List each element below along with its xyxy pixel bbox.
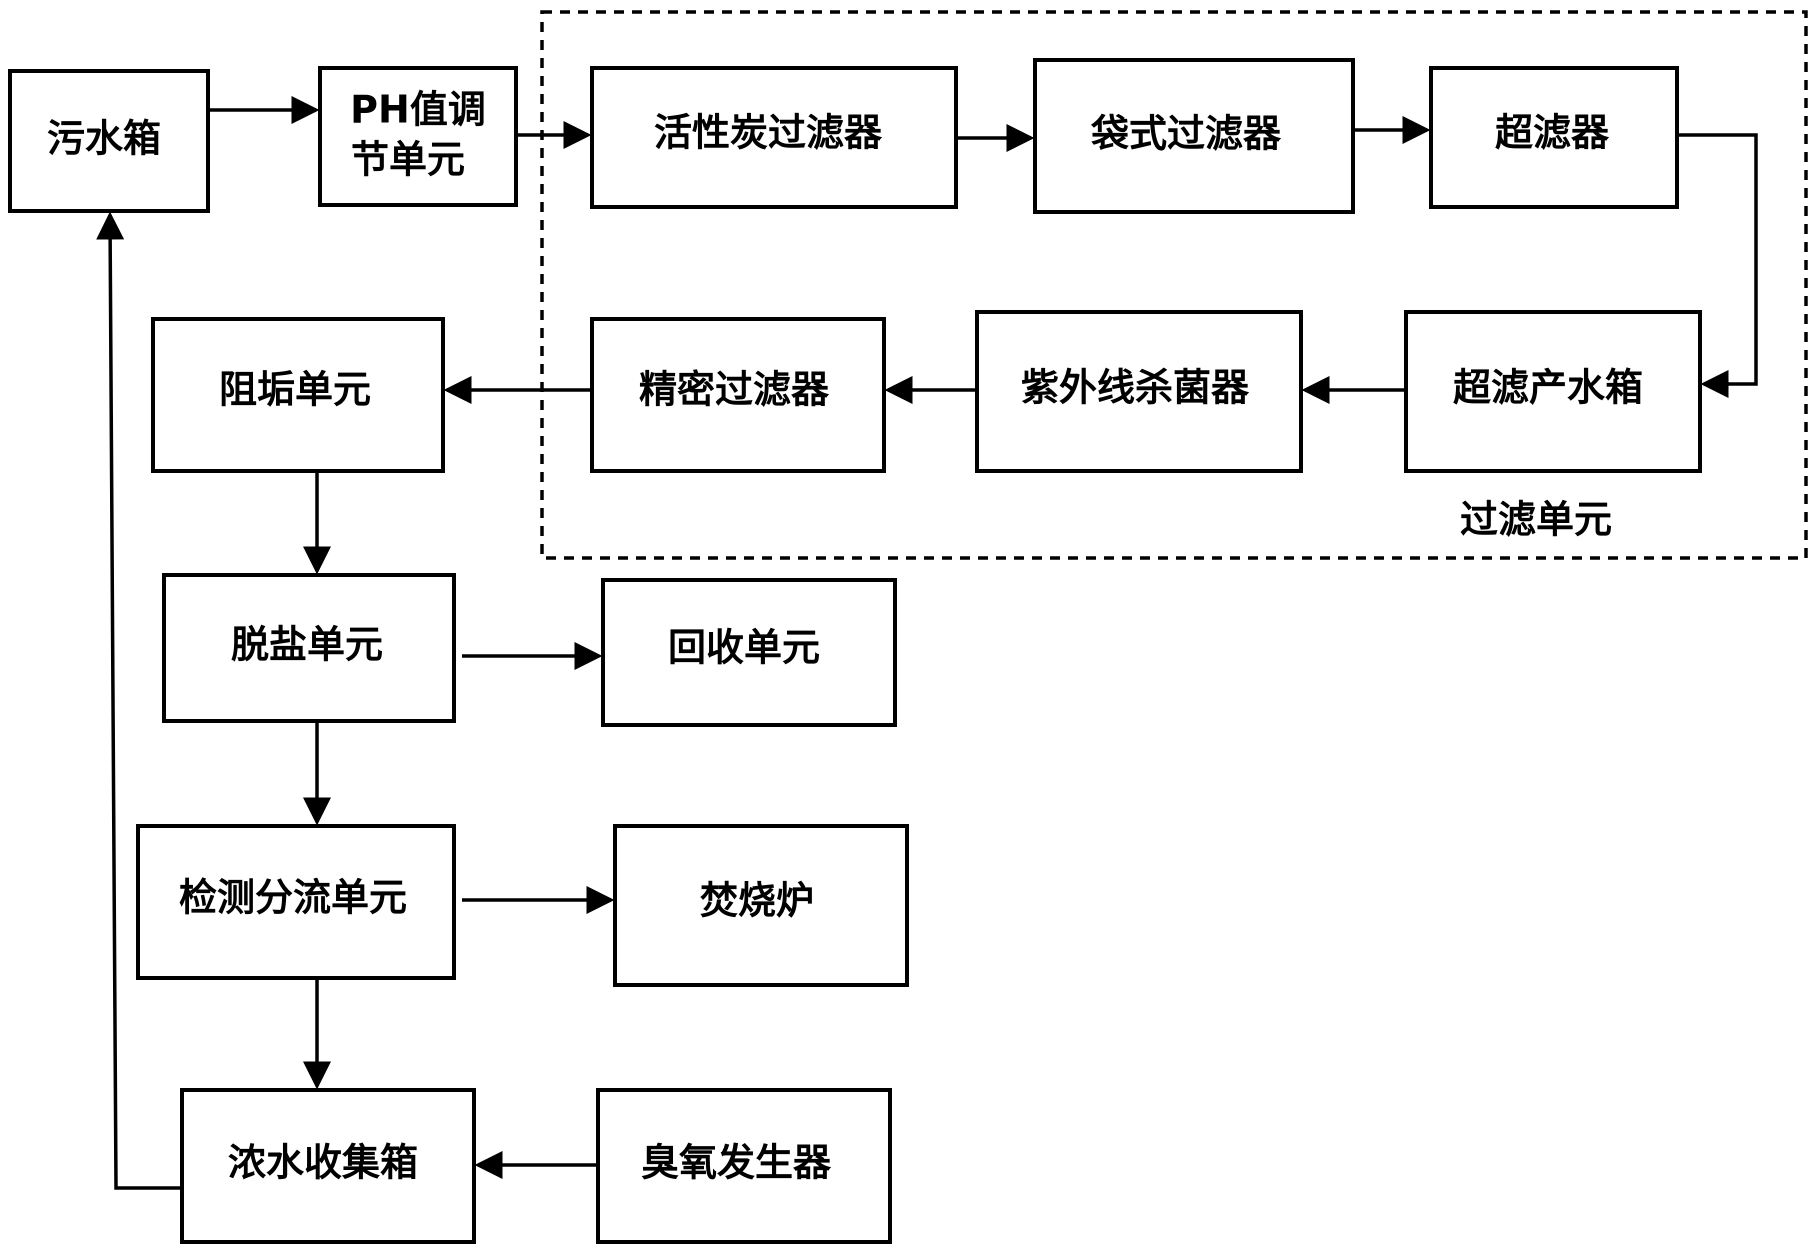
edge-concentrate-to-sewage [96,211,180,1190]
bag-filter-node: 袋式过滤器 [1033,58,1355,214]
recovery-unit-label: 回收单元 [668,626,820,670]
scale-inhibition-unit-node: 阻垢单元 [151,317,445,473]
incinerator-node: 焚烧炉 [613,824,909,987]
desalination-unit-node: 脱盐单元 [162,573,456,723]
concentrate-tank-node: 浓水收集箱 [180,1088,476,1244]
ph-adjust-label-line1: PH值调 [350,88,486,132]
edge-ultrafilter-to-uf-tank [1679,133,1758,398]
detection-split-unit-label: 检测分流单元 [179,876,407,920]
filter-unit-label: 过滤单元 [1460,498,1612,542]
sewage-tank-node: 污水箱 [8,69,210,213]
uv-sterilizer-label: 紫外线杀菌器 [1021,366,1250,410]
scale-inhibition-unit-label: 阻垢单元 [219,368,371,412]
recovery-unit-node: 回收单元 [601,578,897,727]
ph-adjust-node: PH值调 节单元 [318,66,518,207]
ph-adjust-label-line2: 节单元 [351,138,465,182]
activated-carbon-filter-node: 活性炭过滤器 [590,66,958,209]
sewage-tank-label: 污水箱 [47,117,161,161]
concentrate-tank-label: 浓水收集箱 [228,1141,418,1185]
precision-filter-node: 精密过滤器 [590,317,886,473]
ultrafilter-label: 超滤器 [1495,111,1610,155]
activated-carbon-filter-label: 活性炭过滤器 [654,111,883,155]
uf-product-tank-label: 超滤产水箱 [1453,366,1643,410]
detection-split-unit-node: 检测分流单元 [136,824,456,980]
uf-product-tank-node: 超滤产水箱 [1404,310,1702,473]
precision-filter-label: 精密过滤器 [639,368,830,412]
uv-sterilizer-node: 紫外线杀菌器 [975,310,1303,473]
ultrafilter-node: 超滤器 [1429,66,1679,209]
filter-unit-region [540,10,1808,560]
incinerator-label: 焚烧炉 [700,879,814,923]
ozone-generator-label: 臭氧发生器 [641,1141,832,1185]
bag-filter-label: 袋式过滤器 [1090,112,1282,156]
ozone-generator-node: 臭氧发生器 [596,1088,892,1244]
desalination-unit-label: 脱盐单元 [231,623,383,667]
